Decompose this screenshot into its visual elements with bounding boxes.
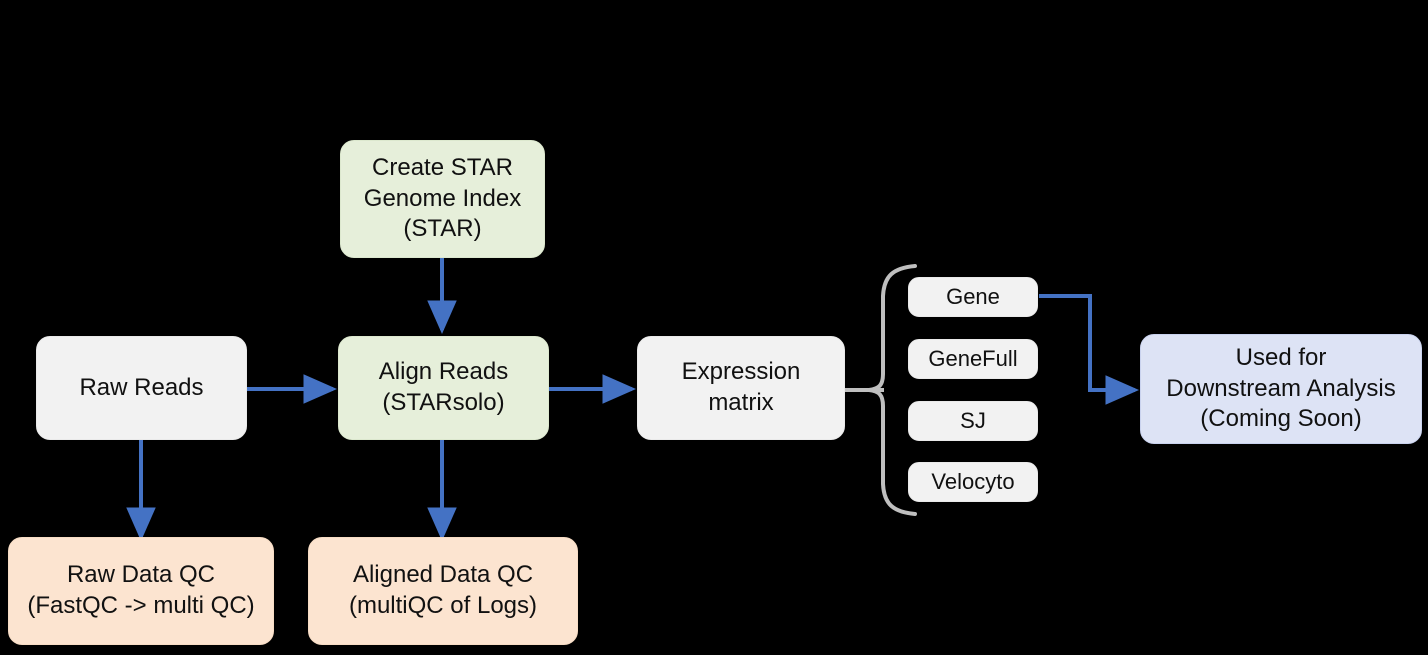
output-chip-velocyto[interactable]: Velocyto xyxy=(908,462,1038,502)
node-raw-reads[interactable]: Raw Reads xyxy=(36,336,247,440)
node-raw-data-qc[interactable]: Raw Data QC (FastQC -> multi QC) xyxy=(8,537,274,645)
output-chip-genefull[interactable]: GeneFull xyxy=(908,339,1038,379)
output-chip-sj[interactable]: SJ xyxy=(908,401,1038,441)
node-align-reads[interactable]: Align Reads (STARsolo) xyxy=(338,336,549,440)
node-create-star-genome-index[interactable]: Create STAR Genome Index (STAR) xyxy=(340,140,545,258)
node-expression-matrix[interactable]: Expression matrix xyxy=(637,336,845,440)
node-aligned-data-qc[interactable]: Aligned Data QC (multiQC of Logs) xyxy=(308,537,578,645)
arrow-gene-to-downstream xyxy=(1039,294,1139,405)
output-chip-gene[interactable]: Gene xyxy=(908,277,1038,317)
node-used-for-downstream-analysis[interactable]: Used for Downstream Analysis (Coming Soo… xyxy=(1140,334,1422,444)
